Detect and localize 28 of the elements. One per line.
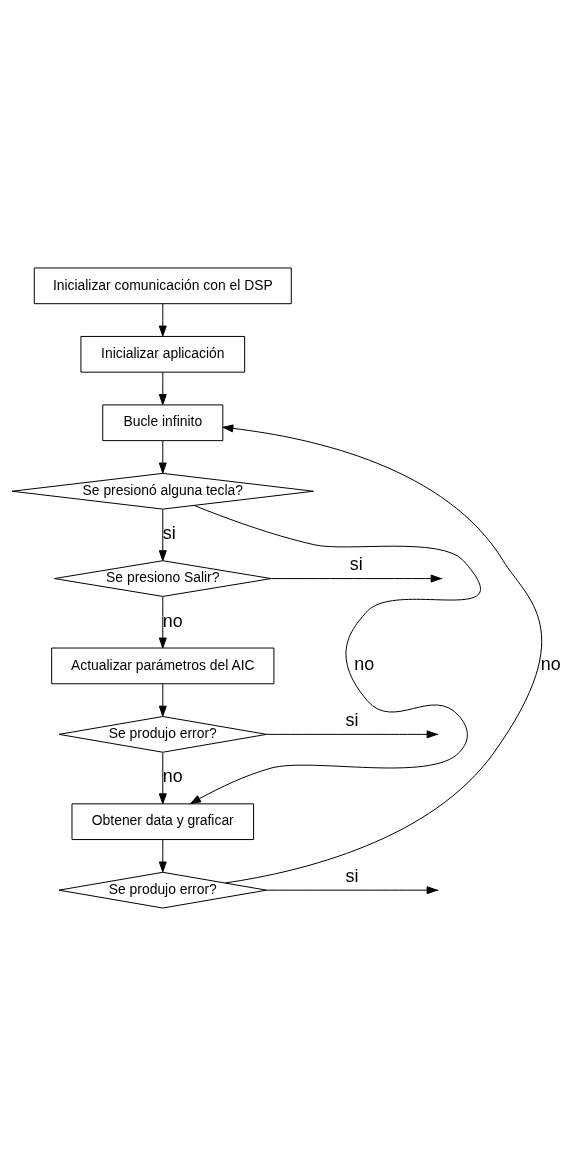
node-box: Obtener data y graficar [71, 803, 255, 841]
arrow [158, 303, 167, 337]
node-box: Inicializar aplicación [80, 335, 246, 373]
arrow [190, 504, 481, 805]
edge-label: no [540, 654, 561, 675]
edge-label: si [345, 709, 359, 730]
arrow [158, 509, 167, 562]
arrow [158, 752, 167, 805]
arrow [266, 886, 438, 895]
arrow [158, 596, 167, 649]
arrow [158, 683, 167, 717]
edge-label: si [345, 865, 359, 886]
arrow [158, 440, 167, 474]
node-box: Bucle infinito [102, 404, 224, 442]
node-diamond: Se produjo error? [58, 871, 268, 909]
edge-label: si [349, 554, 363, 575]
node-box: Inicializar comunicación con el DSP [33, 267, 292, 305]
arrow [158, 839, 167, 873]
edge-label: no [354, 654, 375, 675]
arrow [222, 424, 543, 884]
edge-label: no [162, 610, 183, 631]
node-diamond: Se presionó alguna tecla? [11, 472, 314, 510]
node-box: Actualizar parámetros del AIC [51, 647, 275, 685]
edge-label: no [162, 766, 183, 787]
arrow [158, 371, 167, 405]
edge-label: si [162, 523, 176, 544]
node-diamond: Se produjo error? [58, 716, 268, 753]
node-diamond: Se presiono Salir? [53, 560, 272, 597]
